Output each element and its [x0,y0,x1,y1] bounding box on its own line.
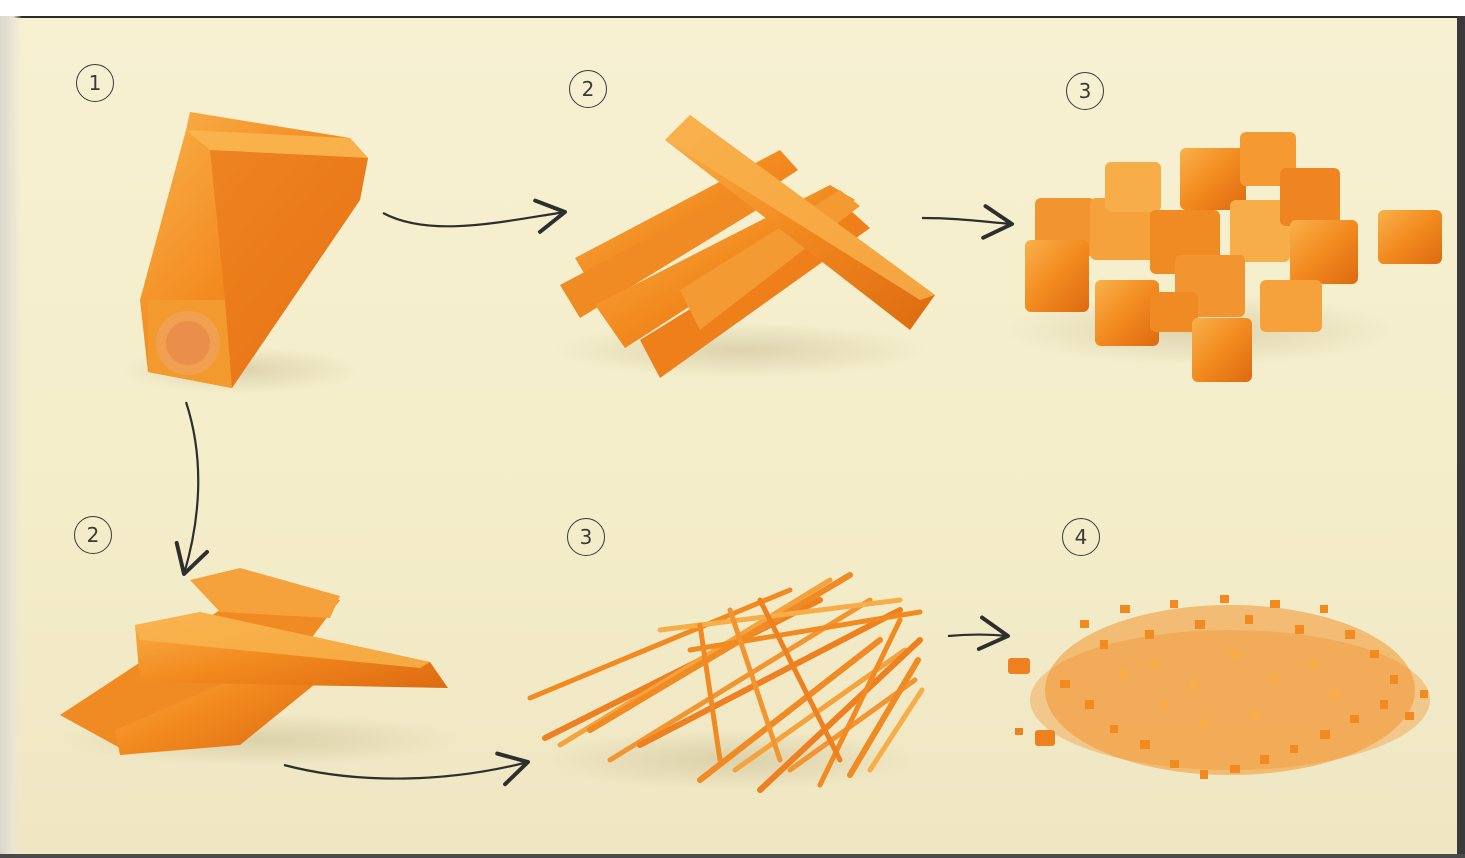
carrot-planks-image [60,568,460,766]
carrot-batons-image [550,115,935,378]
arrow-batons-to-dice [922,218,1012,224]
step-number-3-bottom: 3 [567,518,605,556]
carrot-brunoise-image [1008,595,1430,779]
carrot-dice-image [1000,132,1442,382]
step-number-3-top: 3 [1066,72,1104,110]
carrot-block-image [120,112,368,394]
arrow-block-to-batons [383,212,565,226]
arrow-julienne-to-brunoise [948,635,1008,637]
step-number-2-top: 2 [569,70,607,108]
step-number-4-bottom: 4 [1062,518,1100,556]
arrow-block-to-planks [184,402,198,574]
carrot-julienne-image [530,575,922,790]
step-number-2-bottom: 2 [74,516,112,554]
step-number-1-top: 1 [76,64,114,102]
